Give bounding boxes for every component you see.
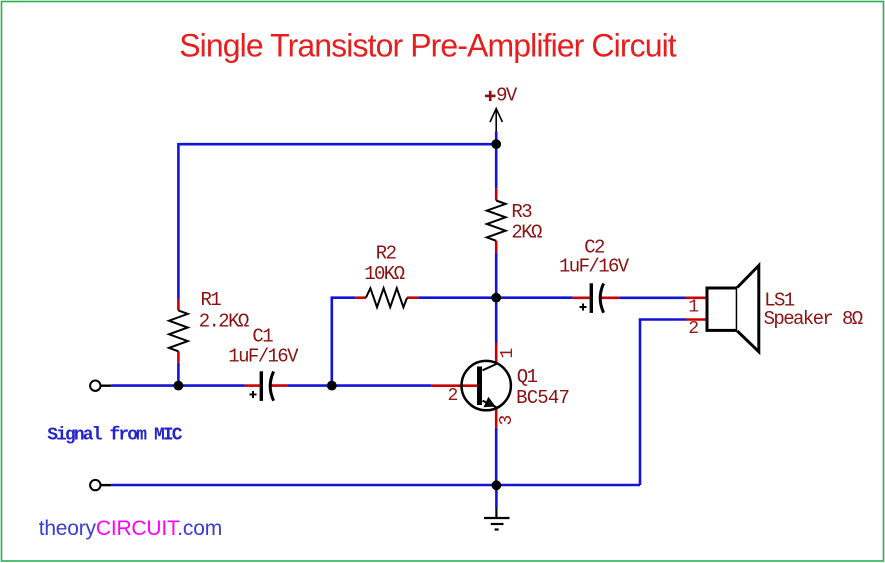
svg-text:2KΩ: 2KΩ — [511, 221, 542, 243]
svg-text:C1: C1 — [252, 325, 273, 347]
svg-text:1uF/16V: 1uF/16V — [228, 345, 299, 367]
svg-text:1: 1 — [498, 348, 518, 358]
svg-text:R2: R2 — [376, 242, 397, 264]
svg-text:Single Transistor Pre-Amplifie: Single Transistor Pre-Amplifier Circuit — [179, 28, 677, 64]
svg-text:BC547: BC547 — [516, 387, 569, 409]
svg-text:Speaker 8Ω: Speaker 8Ω — [764, 308, 863, 330]
svg-text:2.2KΩ: 2.2KΩ — [199, 311, 249, 333]
svg-text:theoryCIRCUIT.com: theoryCIRCUIT.com — [39, 517, 222, 540]
svg-text:9V: 9V — [496, 84, 518, 106]
svg-text:1: 1 — [688, 298, 698, 318]
svg-text:10KΩ: 10KΩ — [364, 263, 404, 285]
svg-text:R3: R3 — [511, 201, 532, 223]
svg-text:Signal from MIC: Signal from MIC — [47, 425, 183, 445]
svg-text:1uF/16V: 1uF/16V — [559, 256, 630, 278]
svg-text:LS1: LS1 — [764, 290, 795, 312]
svg-text:2: 2 — [688, 319, 698, 339]
svg-text:3: 3 — [497, 415, 517, 425]
svg-text:C2: C2 — [584, 236, 605, 258]
svg-text:2: 2 — [448, 386, 458, 406]
svg-text:Q1: Q1 — [517, 366, 538, 388]
svg-text:R1: R1 — [201, 289, 222, 311]
